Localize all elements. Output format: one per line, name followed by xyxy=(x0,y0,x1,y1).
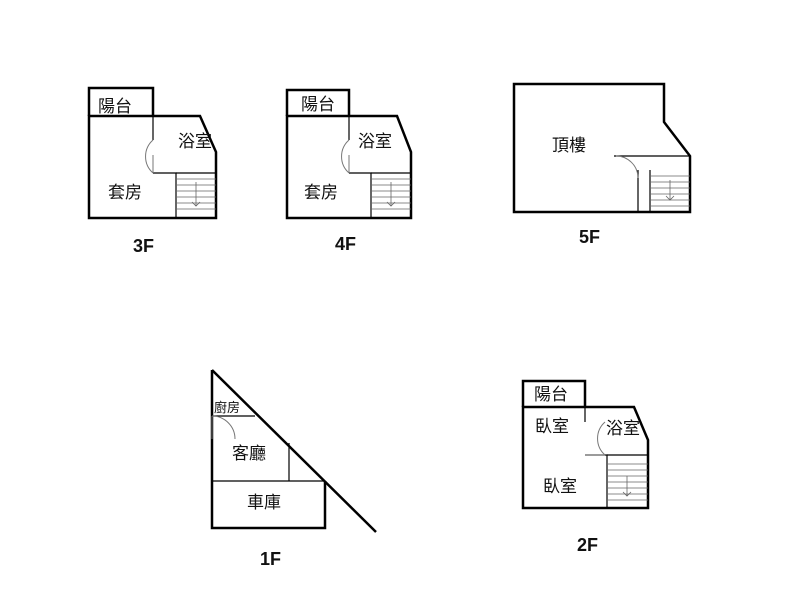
floor-label-5f: 5F xyxy=(579,227,600,247)
room-label-kitchen-1f: 廚房 xyxy=(214,400,240,416)
room-label-balcony-3f: 陽台 xyxy=(98,97,132,117)
floor-plan-3f: 陽台 浴室 套房 3F xyxy=(87,86,218,256)
room-label-bedroom-upper-2f: 臥室 xyxy=(535,417,569,437)
room-label-bathroom-2f: 浴室 xyxy=(606,419,640,439)
room-label-bedroom-lower-2f: 臥室 xyxy=(543,477,577,497)
floor-label-4f: 4F xyxy=(335,234,356,254)
floor-plan-5f: 頂樓 5F xyxy=(512,82,692,247)
floor-plan-4f: 陽台 浴室 套房 4F xyxy=(285,88,413,254)
room-label-rooftop-5f: 頂樓 xyxy=(552,136,586,156)
room-label-suite-4f: 套房 xyxy=(304,183,338,203)
room-label-garage-1f: 車庫 xyxy=(247,493,281,513)
floor-plan-1f: 廚房 客廳 車庫 1F xyxy=(210,369,377,569)
stairs-2f xyxy=(607,463,648,501)
stairs-3f xyxy=(176,178,216,210)
floor-label-3f: 3F xyxy=(133,236,154,256)
floor-label-1f: 1F xyxy=(260,549,281,569)
floor-plan-2f: 陽台 臥室 浴室 臥室 2F xyxy=(521,379,650,555)
room-label-living-1f: 客廳 xyxy=(232,444,266,464)
room-label-balcony-2f: 陽台 xyxy=(534,385,568,405)
room-label-bathroom-3f: 浴室 xyxy=(178,132,212,152)
room-label-suite-3f: 套房 xyxy=(108,183,142,203)
room-label-balcony-4f: 陽台 xyxy=(301,95,335,115)
room-label-bathroom-4f: 浴室 xyxy=(358,132,392,152)
stairs-5f xyxy=(650,175,690,207)
floor-label-2f: 2F xyxy=(577,535,598,555)
stairs-4f xyxy=(371,178,411,210)
